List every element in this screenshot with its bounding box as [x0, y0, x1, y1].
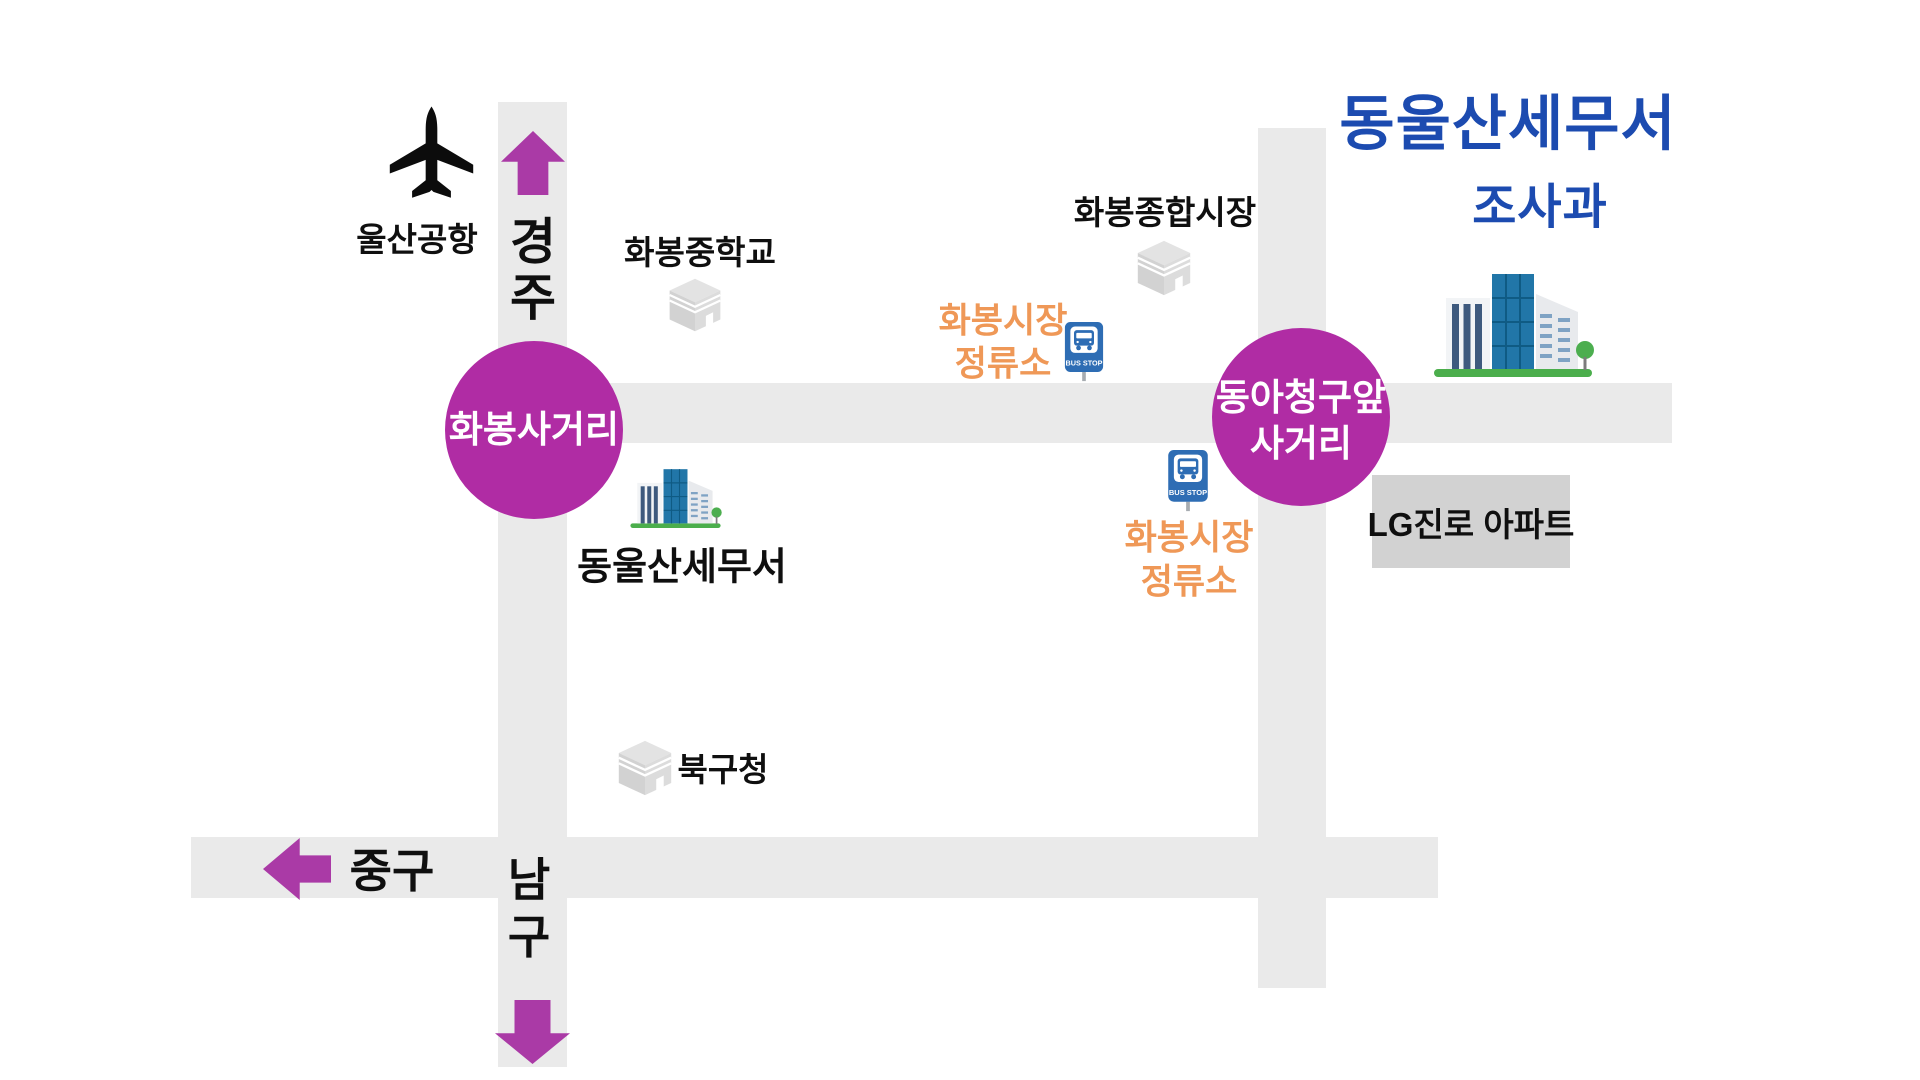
bus-stop-sign-north: BUS STOP: [1064, 322, 1104, 382]
road-vertical-gyeongju: [498, 102, 567, 1067]
bus-stop-label-south-line2: 정류소: [1140, 562, 1238, 601]
bus-stop-post: [1186, 501, 1190, 512]
middle-school-label: 화봉중학교: [624, 234, 776, 271]
apartment-box: LG진로 아파트: [1368, 475, 1574, 568]
bus-stop-sign-south: BUS STOP: [1168, 449, 1208, 512]
bus-stop-sign-text: BUS STOP: [1065, 359, 1102, 368]
bus-stop-label-north-line2: 정류소: [954, 344, 1052, 383]
middle-school-building-icon: [669, 278, 721, 332]
tax-office-building-icon: [630, 469, 722, 528]
road-horizontal-south: [191, 837, 1438, 898]
intersection-hwabong-label: 화봉사거리: [448, 408, 620, 450]
bus-stop-sign-text: BUS STOP: [1169, 488, 1207, 497]
market-label: 화봉종합시장: [1073, 194, 1257, 231]
market-building-icon: [1137, 240, 1191, 296]
bus-icon: [1177, 458, 1199, 480]
map-title-line2: 조사과: [1472, 181, 1608, 234]
intersection-hwabong: 화봉사거리: [445, 341, 623, 519]
intersection-donga-label-line2: 사거리: [1249, 423, 1353, 464]
bus-icon: [1074, 330, 1094, 351]
bus-stop-label-south-line1: 화봉시장: [1124, 518, 1254, 558]
district-office-label: 북구청: [677, 751, 769, 788]
bus-stop-label-north: 화봉시장 정류소: [939, 300, 1068, 385]
direction-west-label: 중구: [349, 845, 435, 897]
district-office-building-icon: [618, 740, 672, 796]
map-title-line1: 동울산세무서: [1339, 90, 1677, 158]
intersection-donga-label-line1: 동아청구앞: [1215, 376, 1387, 418]
tax-office-hq-building-icon: [1434, 274, 1594, 377]
direction-south-label: 남구: [507, 854, 551, 963]
bus-stop-label-south: 화봉시장 정류소: [1125, 516, 1254, 604]
tax-office-label: 동울산세무서: [577, 546, 787, 589]
road-horizontal-main: [498, 383, 1672, 443]
apartment-label: LG진로 아파트: [1367, 505, 1575, 543]
bus-stop-post: [1082, 372, 1086, 382]
bus-stop-label-north-line1: 화봉시장: [938, 301, 1068, 341]
intersection-donga: 동아청구앞 사거리: [1212, 328, 1390, 506]
direction-north-label: 경주: [510, 214, 556, 326]
airplane-icon: [389, 106, 474, 198]
airport-label: 울산공항: [356, 221, 478, 258]
